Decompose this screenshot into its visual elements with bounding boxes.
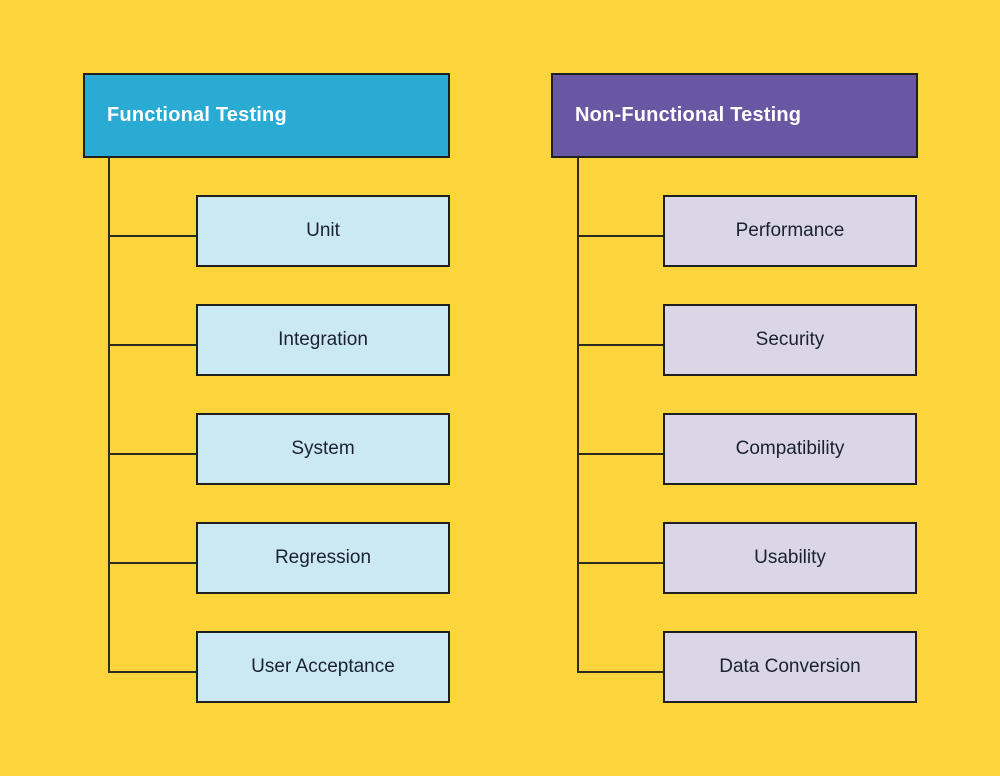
node-regression: Regression (196, 522, 450, 594)
connector-branch (577, 344, 663, 346)
node-compatibility: Compatibility (663, 413, 917, 485)
node-system: System (196, 413, 450, 485)
node-performance: Performance (663, 195, 917, 267)
connector-trunk-left (108, 158, 110, 672)
connector-trunk-right (577, 158, 579, 672)
functional-testing-header: Functional Testing (83, 73, 450, 158)
node-user-acceptance: User Acceptance (196, 631, 450, 703)
connector-branch (577, 562, 663, 564)
node-unit: Unit (196, 195, 450, 267)
node-security: Security (663, 304, 917, 376)
connector-branch (577, 453, 663, 455)
connector-branch (108, 453, 196, 455)
connector-branch (108, 235, 196, 237)
node-integration: Integration (196, 304, 450, 376)
node-usability: Usability (663, 522, 917, 594)
connector-branch (108, 671, 196, 673)
connector-branch (108, 562, 196, 564)
connector-branch (577, 235, 663, 237)
connector-branch (577, 671, 663, 673)
node-data-conversion: Data Conversion (663, 631, 917, 703)
connector-branch (108, 344, 196, 346)
non-functional-testing-header: Non-Functional Testing (551, 73, 918, 158)
